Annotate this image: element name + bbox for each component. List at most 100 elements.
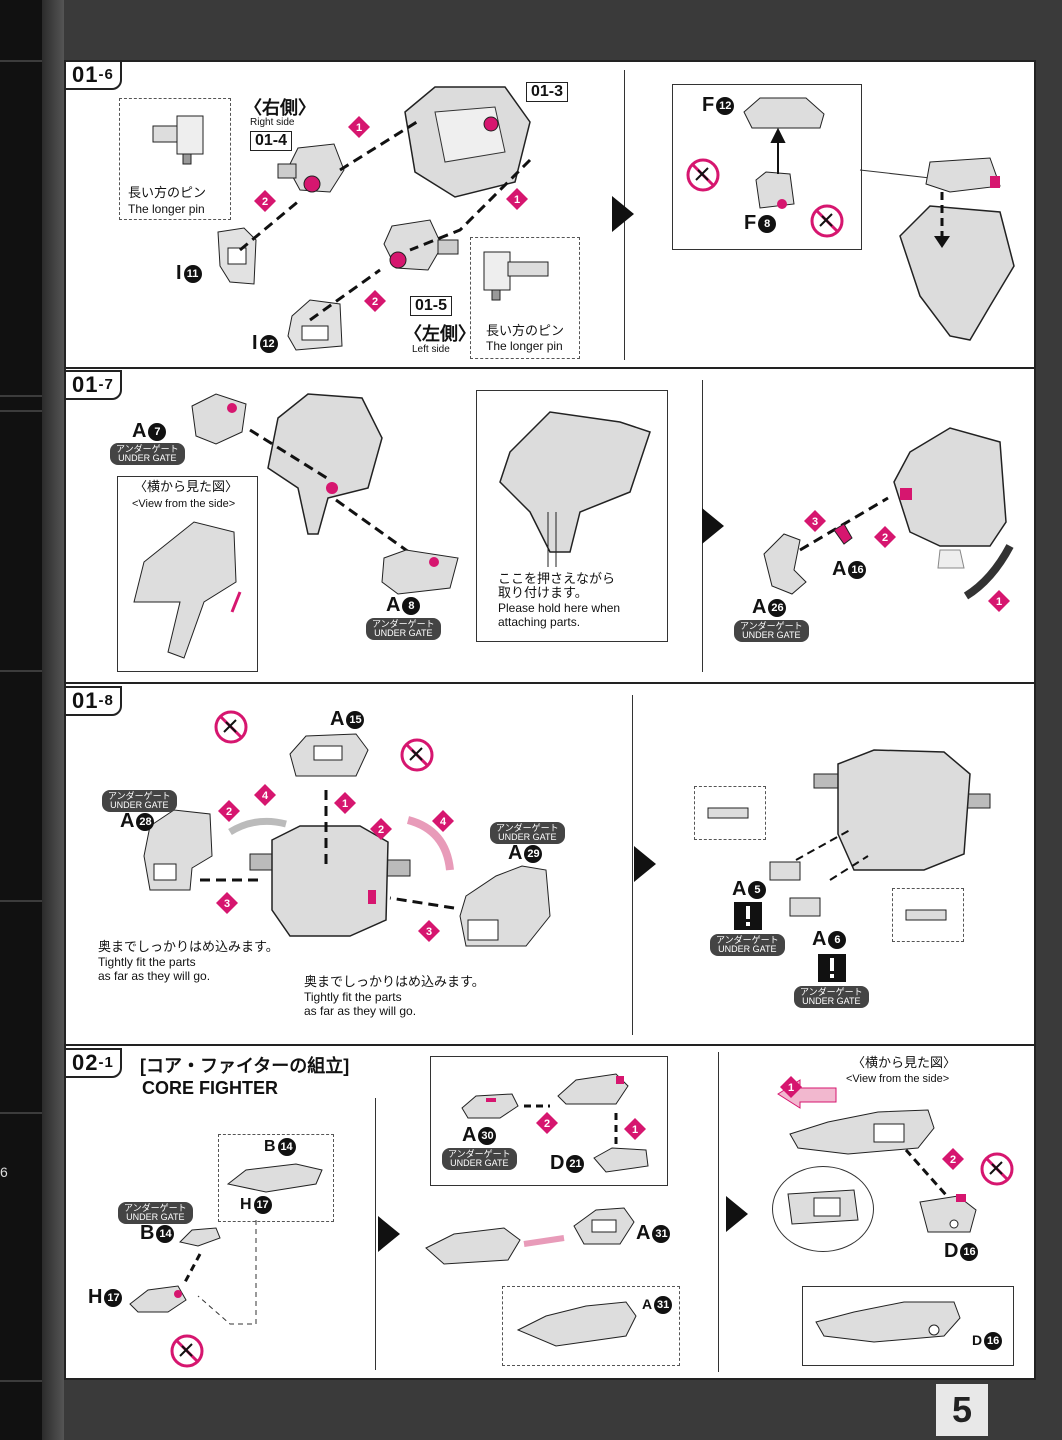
next-arrow bbox=[726, 1196, 748, 1232]
step-badge-1: 1 bbox=[624, 1118, 646, 1140]
part-b14-illustration bbox=[179, 1227, 221, 1247]
step-label-01-8: 01-8 bbox=[64, 686, 122, 716]
do-not-cut-icon bbox=[400, 738, 434, 772]
svg-text:2: 2 bbox=[262, 196, 268, 208]
longer-pin-en-right: The longer pin bbox=[128, 202, 205, 216]
step-badge-1: 1 bbox=[348, 116, 370, 138]
pin-detail-box-left bbox=[470, 237, 580, 359]
svg-text:1: 1 bbox=[514, 194, 520, 206]
part-h17-illustration bbox=[129, 1285, 187, 1313]
left-side-en: Left side bbox=[412, 344, 450, 355]
step-badge-3: 3 bbox=[804, 510, 826, 532]
vent-detail-box bbox=[892, 888, 964, 942]
do-not-cut-icon bbox=[170, 1334, 204, 1368]
next-arrow bbox=[612, 196, 634, 232]
rotate-arrow bbox=[963, 544, 1014, 600]
svg-text:4: 4 bbox=[440, 816, 447, 828]
side-view-jp: 〈横から見た図〉 bbox=[134, 479, 239, 494]
core-fighter-side-illustration bbox=[789, 1109, 935, 1155]
a30-d21-assembled-illustration bbox=[557, 1073, 629, 1105]
torso-vents-illustration bbox=[813, 749, 991, 871]
hold-here-jp-2: 取り付けます。 bbox=[498, 585, 588, 600]
fit-note-en2-left: as far as they will go. bbox=[98, 969, 211, 983]
core-fighter-title-jp: [コア・ファイターの組立] bbox=[140, 1056, 350, 1076]
next-arrow bbox=[634, 846, 656, 882]
svg-text:1: 1 bbox=[342, 798, 348, 810]
next-arrow bbox=[702, 508, 724, 544]
step-badge-3: 3 bbox=[418, 920, 440, 942]
do-not-cut-icon bbox=[686, 158, 720, 192]
svg-text:4: 4 bbox=[262, 790, 269, 802]
part-d21-illustration bbox=[593, 1147, 649, 1173]
left-dark-strip bbox=[0, 0, 42, 1440]
next-arrow bbox=[378, 1216, 400, 1252]
magnified-detail-illustration bbox=[787, 1189, 859, 1225]
vents-a5-a6-illustration bbox=[769, 861, 821, 917]
fit-note-jp-left: 奥までしっかりはめ込みます。 bbox=[98, 939, 279, 954]
d16-result-illustration bbox=[815, 1301, 961, 1343]
step-badge-2: 2 bbox=[536, 1112, 558, 1134]
part-i12-illustration bbox=[287, 299, 343, 351]
vdivider bbox=[718, 1052, 719, 1372]
page-gutter bbox=[42, 0, 64, 1440]
svg-text:3: 3 bbox=[812, 516, 818, 528]
svg-text:3: 3 bbox=[426, 926, 432, 938]
part-a15-illustration bbox=[289, 733, 369, 777]
step-label-01-7: 01-7 bbox=[64, 370, 122, 400]
svg-text:1: 1 bbox=[356, 122, 362, 134]
pin-detail-box-right bbox=[119, 98, 231, 220]
svg-text:2: 2 bbox=[378, 824, 384, 836]
step-badge-3: 3 bbox=[216, 892, 238, 914]
a30-d21-arrows bbox=[524, 1104, 618, 1144]
torso-assembly-illustration bbox=[404, 86, 531, 198]
step-badge-2: 2 bbox=[942, 1148, 964, 1170]
svg-text:2: 2 bbox=[372, 296, 378, 308]
part-a7-illustration bbox=[191, 393, 247, 445]
step-label-02-1: 02-1 bbox=[64, 1048, 122, 1078]
step-badge-1: 1 bbox=[780, 1076, 802, 1098]
torso-with-a16-illustration bbox=[893, 427, 1007, 569]
ref-01-4: 01-4 bbox=[250, 131, 293, 151]
vdivider bbox=[632, 695, 633, 1035]
divider-02-1 bbox=[64, 1044, 1036, 1046]
fit-note-en1-right: Tightly fit the parts bbox=[304, 990, 402, 1004]
vdivider bbox=[375, 1098, 376, 1370]
svg-text:1: 1 bbox=[996, 596, 1002, 608]
a31-detail-illustration bbox=[516, 1301, 637, 1347]
side-view-en: <View from the side> bbox=[132, 498, 236, 510]
longer-pin-jp-left: 長い方のピン bbox=[486, 323, 565, 338]
hold-here-en-1: Please hold here when bbox=[498, 601, 621, 615]
right-side-en: Right side bbox=[250, 117, 295, 128]
divider-01-8 bbox=[64, 682, 1036, 684]
svg-text:2: 2 bbox=[544, 1118, 550, 1130]
b14-h17-detail-illustration bbox=[226, 1163, 323, 1193]
step-badge-2: 2 bbox=[254, 190, 276, 212]
vent-detail-box bbox=[694, 786, 766, 840]
step-badge-4: 4 bbox=[432, 810, 454, 832]
step-badge-1: 1 bbox=[506, 188, 528, 210]
core-fighter-title-en: CORE FIGHTER bbox=[142, 1078, 279, 1098]
do-not-cut-icon bbox=[214, 710, 248, 744]
step-badge-2: 2 bbox=[218, 800, 240, 822]
hold-here-illustration bbox=[499, 411, 651, 567]
side-view-jp-02-1: 〈横から見た図〉 bbox=[852, 1055, 957, 1070]
pin-part-illustration bbox=[152, 115, 204, 165]
